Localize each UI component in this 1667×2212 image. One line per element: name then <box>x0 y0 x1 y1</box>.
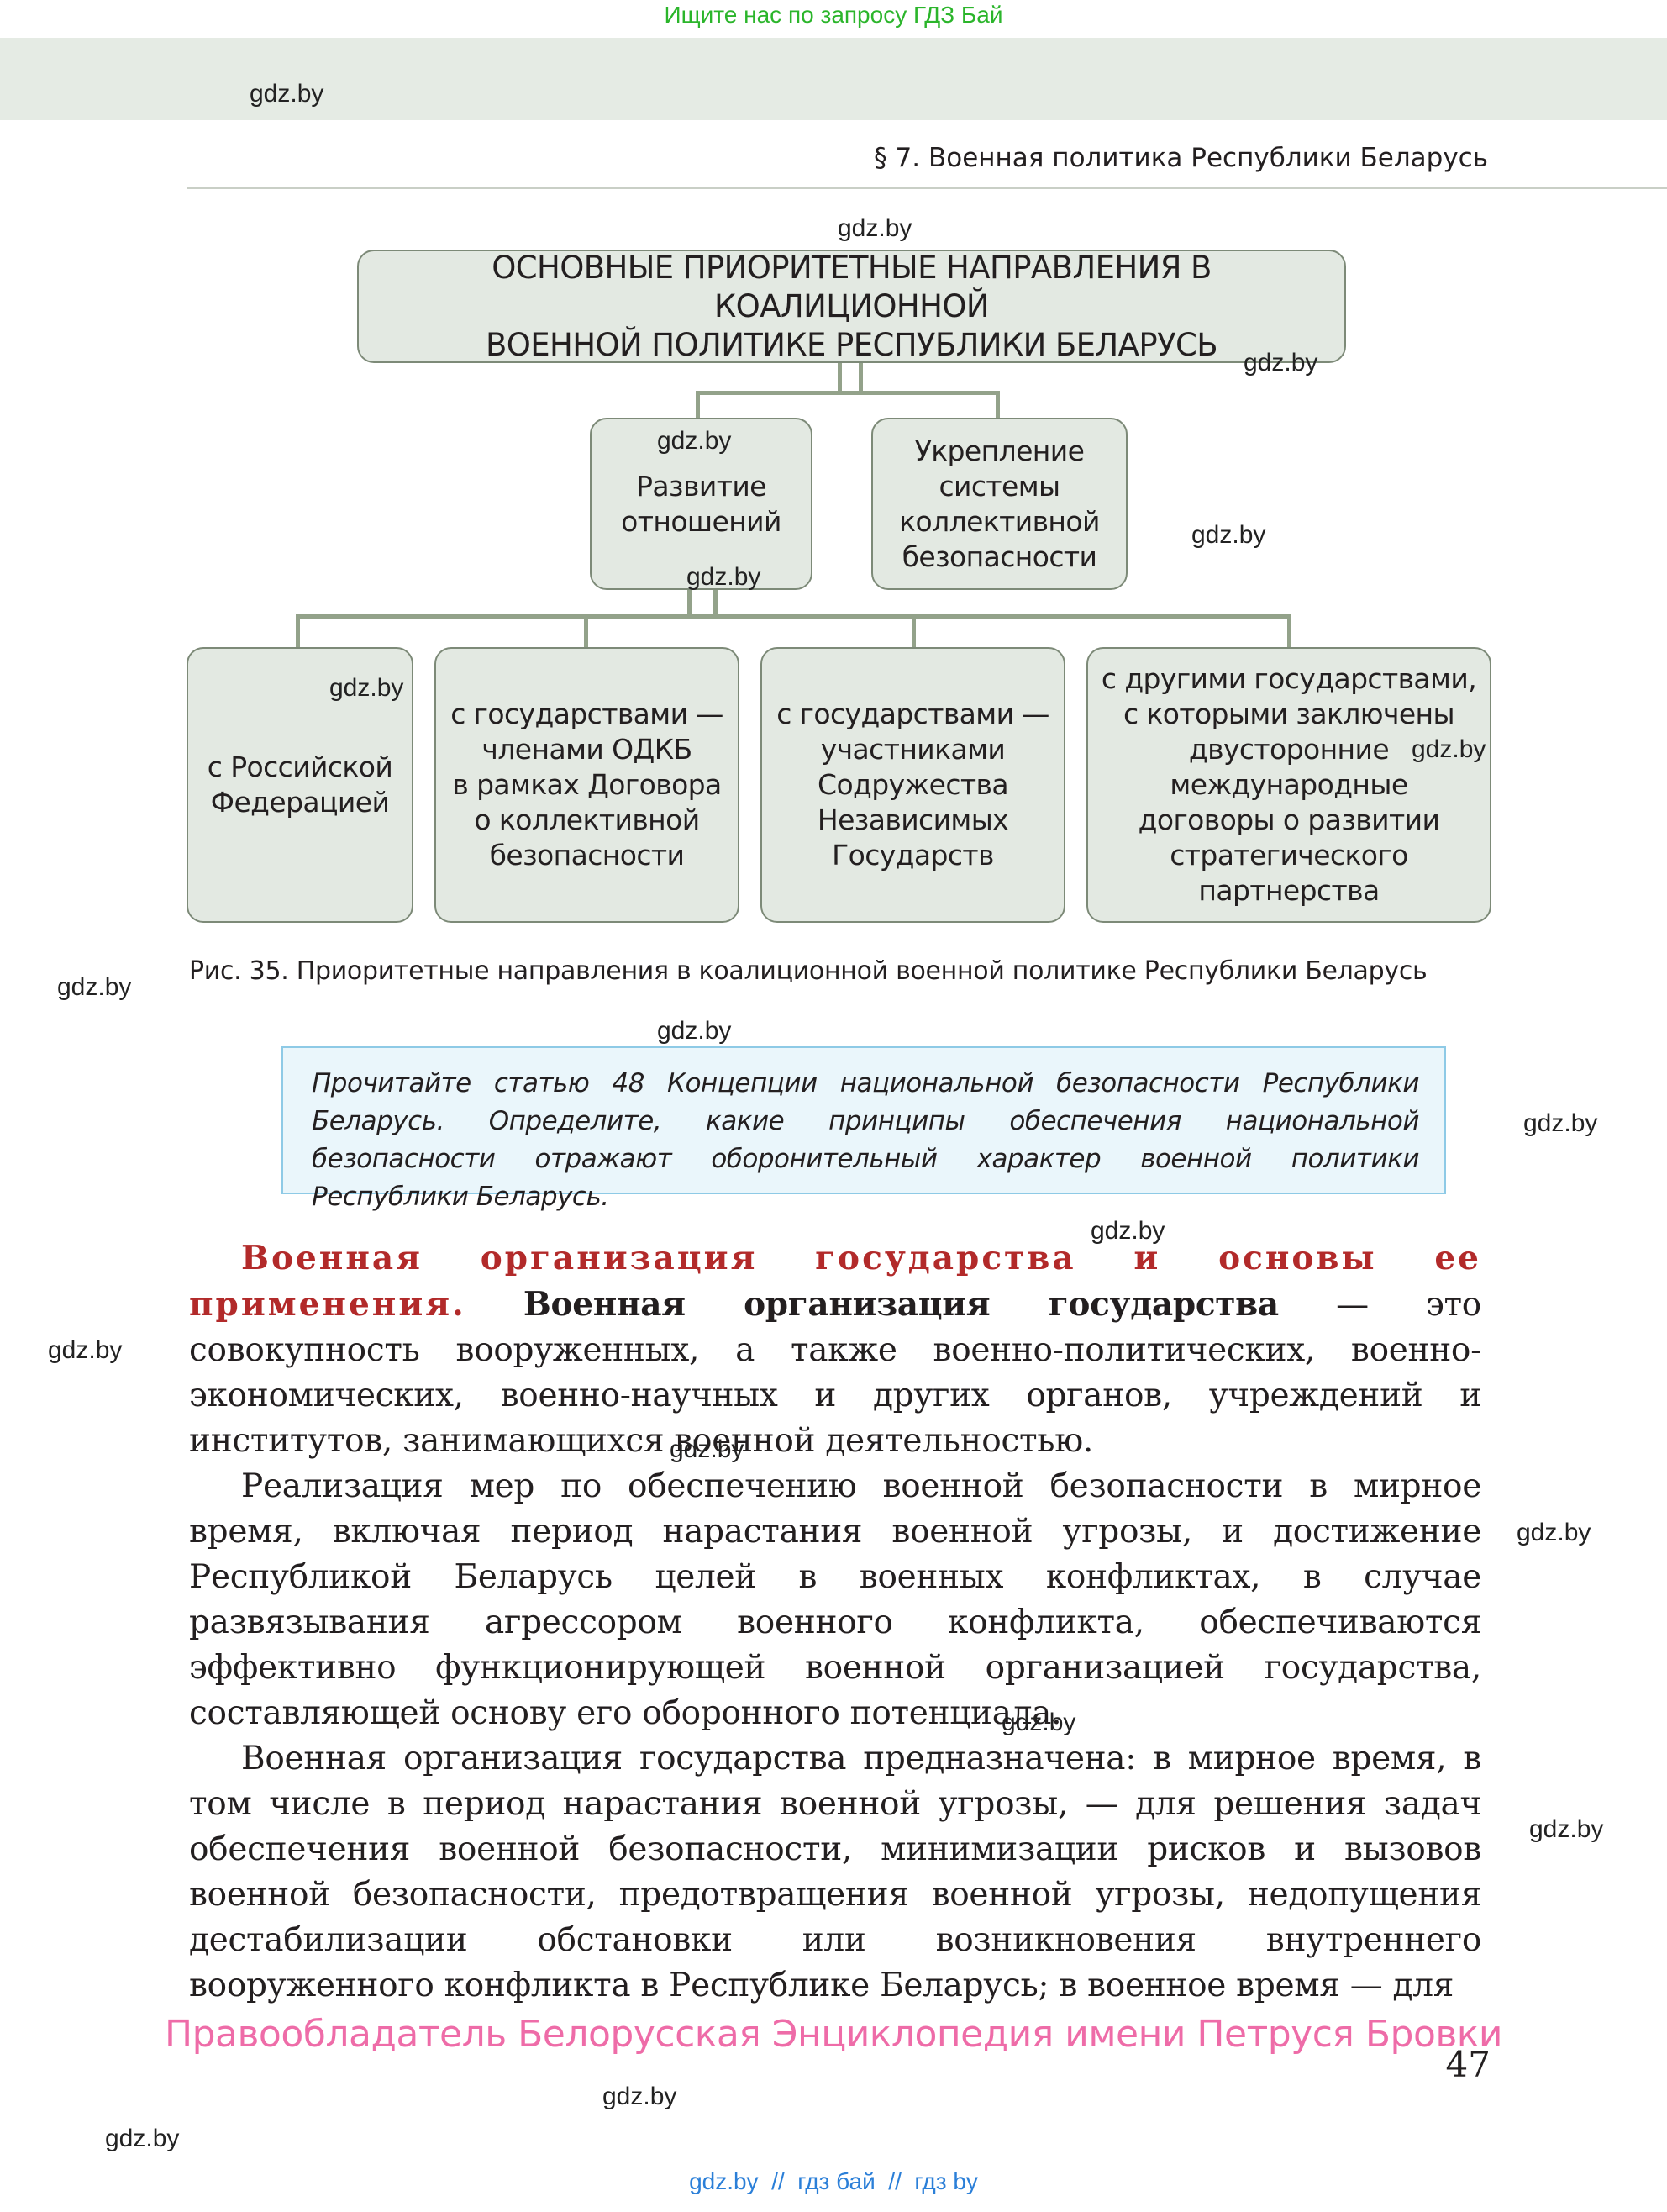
diagram-box-cis: с государствами — участниками Содружеств… <box>760 647 1065 923</box>
task-box: Прочитайте статью 48 Концепции националь… <box>281 1046 1446 1212</box>
watermark: gdz.by <box>657 427 732 455</box>
watermark: gdz.by <box>1091 1217 1165 1245</box>
connector <box>296 614 1291 619</box>
watermark: gdz.by <box>1191 521 1266 549</box>
connector <box>696 391 1000 395</box>
connector <box>838 363 842 395</box>
connector <box>713 590 718 619</box>
footer-links[interactable]: gdz.by // гдз бай // гдз by <box>689 2168 978 2194</box>
watermark: gdz.by <box>1529 1815 1604 1843</box>
page-number: 47 <box>1445 2044 1491 2085</box>
definition-text: — это совокупность вооруженных, а также … <box>189 1286 1481 1460</box>
connector <box>696 391 700 419</box>
diagram-box-csto: с государствами — членами ОДКБ в рамках … <box>434 647 739 923</box>
watermark: gdz.by <box>1412 735 1486 763</box>
watermark: gdz.by <box>250 80 324 108</box>
diagram-box-russia: с Российской Федерацией <box>187 647 413 923</box>
watermark: gdz.by <box>105 2125 180 2152</box>
watermark: gdz.by <box>838 214 912 242</box>
header-band <box>0 38 1667 120</box>
header-rule <box>187 187 1667 189</box>
watermark: gdz.by <box>48 1336 123 1364</box>
paragraph: Реализация мер по обеспечению военной бе… <box>189 1467 1481 1732</box>
figure-caption: Рис. 35. Приоритетные направления в коал… <box>189 956 1428 986</box>
diagram-title: ОСНОВНЫЕ ПРИОРИТЕТНЫЕ НАПРАВЛЕНИЯ В КОАЛ… <box>485 249 1218 363</box>
diagram-box-collective-security: Укрепление системы коллективной безопасн… <box>871 418 1128 590</box>
watermark: gdz.by <box>329 674 404 702</box>
watermark: gdz.by <box>1244 349 1318 377</box>
watermark: gdz.by <box>670 1435 744 1463</box>
watermark: gdz.by <box>57 973 132 1001</box>
watermark: gdz.by <box>1523 1109 1598 1137</box>
connector <box>296 614 300 648</box>
copyright-notice: Правообладатель Белорусская Энциклопедия… <box>165 2013 1502 2056</box>
watermark: gdz.by <box>657 1017 732 1045</box>
top-notice: Ищите нас по запросу ГДЗ Бай <box>664 2 1003 28</box>
connector <box>996 391 1000 419</box>
connector <box>687 590 692 619</box>
body-text: Военная организация государства и основы… <box>189 1235 1481 2009</box>
paragraph-definition: Военная организация государства и основы… <box>189 1235 1481 1464</box>
diagram-box-development: Развитие отношений <box>590 418 812 590</box>
diagram-title-box: ОСНОВНЫЕ ПРИОРИТЕТНЫЕ НАПРАВЛЕНИЯ В КОАЛ… <box>357 250 1346 363</box>
term: Военная организация государства <box>523 1285 1279 1324</box>
connector <box>1287 614 1291 648</box>
watermark: gdz.by <box>1002 1709 1076 1736</box>
connector <box>859 363 863 395</box>
running-head: § 7. Военная политика Республики Беларус… <box>874 143 1488 173</box>
paragraph: Военная организация государства предназн… <box>189 1740 1481 2004</box>
watermark: gdz.by <box>686 563 761 591</box>
diagram-box-other-states: с другими государствами, с которыми закл… <box>1086 647 1491 923</box>
connector <box>912 614 916 648</box>
connector <box>584 614 588 648</box>
section-heading: Военная организация государства и основы… <box>189 1239 1481 1324</box>
watermark: gdz.by <box>602 2083 677 2110</box>
watermark: gdz.by <box>1517 1519 1591 1546</box>
